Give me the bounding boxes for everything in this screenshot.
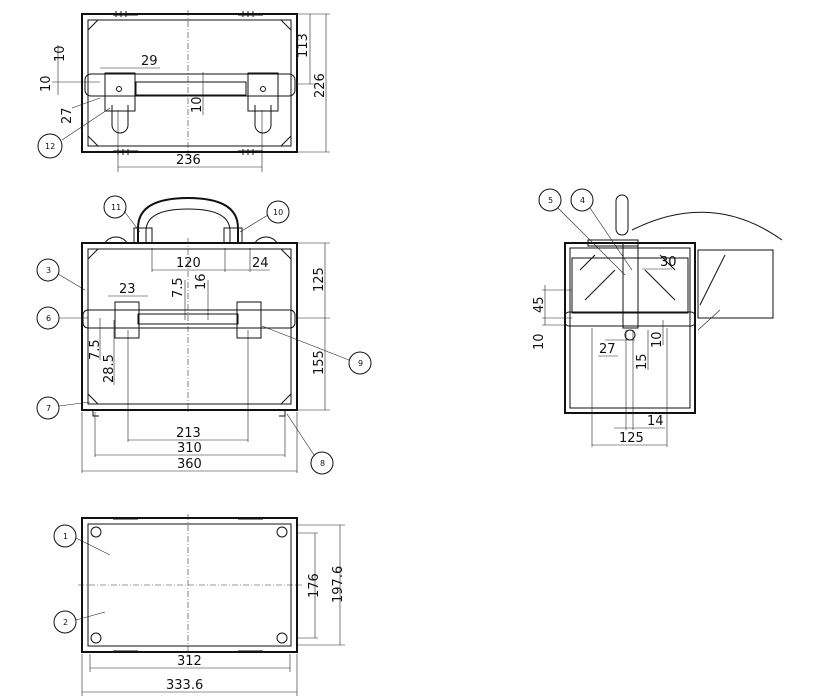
dim-155: 155 [312,350,327,375]
callout-3: 3 [46,266,51,275]
dim-27: 27 [60,107,75,124]
callout-11: 11 [111,203,121,212]
dim-24: 24 [252,256,269,271]
dim-113: 113 [296,33,311,58]
top-view: 10 10 29 27 10 113 226 236 12 [37,10,330,172]
callout-6: 6 [46,314,51,323]
dim-23: 23 [119,282,136,297]
front-view: 120 24 7.5 16 23 125 155 7.5 28.5 213 31… [36,195,372,475]
dim-125-front: 125 [312,267,327,292]
callout-12: 12 [45,142,55,151]
dim-10-side-b: 10 [650,331,665,348]
dim-27-side: 27 [599,342,616,357]
dim-29: 29 [141,54,158,69]
dim-310: 310 [177,441,202,456]
dim-333-6: 333.6 [166,678,203,693]
dim-15: 15 [635,353,650,370]
callout-7: 7 [46,404,51,413]
callout-4: 4 [580,196,585,205]
side-view: 30 45 10 27 15 10 14 125 5 4 [532,188,783,447]
dim-28-5: 28.5 [102,354,117,383]
dim-213: 213 [176,426,201,441]
dim-10-side-a: 10 [532,333,547,350]
dim-16: 16 [194,273,209,290]
dim-14: 14 [647,414,664,429]
dim-120: 120 [176,256,201,271]
dim-312: 312 [177,654,202,669]
callout-2: 2 [63,618,68,627]
dim-10-top-c: 10 [190,96,205,113]
dim-30: 30 [660,255,677,270]
dim-176: 176 [307,573,322,598]
dim-7-5-front-a: 7.5 [171,277,186,298]
callout-5: 5 [548,196,553,205]
dim-125-side: 125 [619,431,644,446]
dim-7-5-front-b: 7.5 [88,339,103,360]
callout-1: 1 [63,532,68,541]
bottom-view: 176 197.6 312 333.6 1 2 [53,514,346,696]
dim-236: 236 [176,153,201,168]
dim-226: 226 [313,73,328,98]
dim-360: 360 [177,457,202,472]
dim-10-top-a: 10 [53,45,68,62]
dim-45: 45 [532,296,547,313]
callout-9: 9 [358,359,363,368]
dim-10-top-b: 10 [39,75,54,92]
dim-197-6: 197.6 [331,566,346,603]
callout-8: 8 [320,459,325,468]
callout-10: 10 [273,208,283,217]
